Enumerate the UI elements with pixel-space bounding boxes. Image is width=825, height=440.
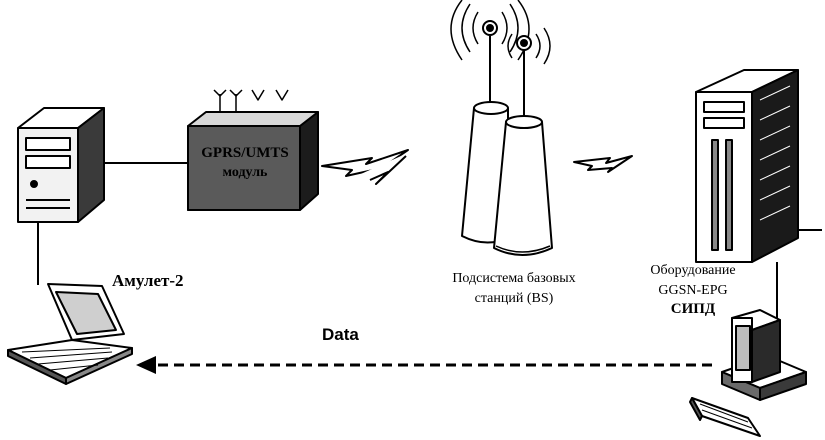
gprs-module-icon <box>187 89 319 211</box>
radio-waves-icon <box>450 0 551 65</box>
ggsn-server-icon <box>695 69 799 263</box>
ggsn-label-line2: GGSN-EPG <box>658 283 728 298</box>
wireless-link-left-icon <box>321 149 410 185</box>
base-station-label-line1: Подсистема базовых <box>452 271 576 286</box>
antenna-icons <box>213 89 289 112</box>
base-station-label-line2: станций (BS) <box>474 291 554 306</box>
ggsn-label-line3: СИПД <box>670 301 716 317</box>
laptop-icon <box>7 283 133 385</box>
data-flow-label: Data <box>322 325 359 344</box>
module-label-line1: GPRS/UMTS <box>201 145 289 161</box>
module-label-line2: модуль <box>222 165 268 180</box>
amulet-label: Амулет-2 <box>112 271 184 290</box>
data-flow-arrow <box>136 356 712 374</box>
wireless-link-right-icon <box>573 155 633 173</box>
ggsn-label-line1: Оборудование <box>650 263 736 278</box>
arrow-head-icon <box>136 356 156 374</box>
server-icon <box>17 107 105 223</box>
base-station-icon <box>450 0 553 256</box>
desktop-pc-icon <box>689 309 807 437</box>
